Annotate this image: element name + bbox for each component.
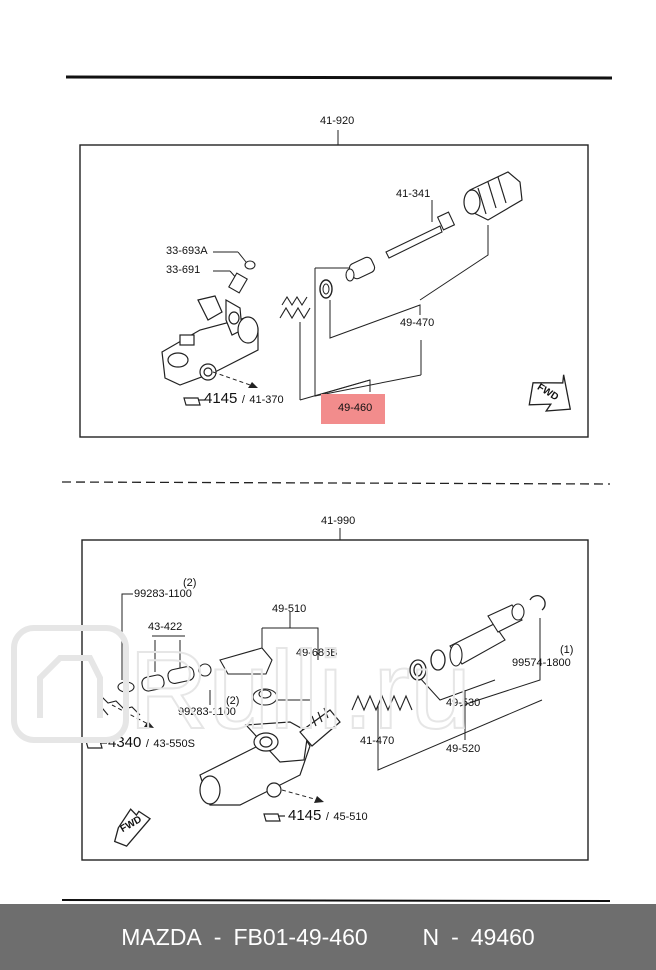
bottom-box-frame xyxy=(81,539,589,861)
seals-bottom xyxy=(409,649,446,681)
part-label-49-460[interactable]: 49-460 xyxy=(338,402,373,414)
part-label-49-530[interactable]: 49-530 xyxy=(446,697,481,709)
highlight-49-460 xyxy=(321,394,385,424)
part-label-41-341[interactable]: 41-341 xyxy=(396,188,431,200)
top-rule xyxy=(65,75,613,80)
footer-brand: MAZDA xyxy=(121,924,202,950)
footer-bar xyxy=(0,904,656,970)
part-label-41-370: 41-370 xyxy=(249,394,284,406)
hand-icon-top xyxy=(183,397,205,406)
ref-4145-41-370[interactable]: 4145 / 41-370 xyxy=(204,391,284,407)
piston-top xyxy=(345,256,376,282)
ref-number-4145-bottom: 4145 xyxy=(288,807,322,824)
part-label-41-470[interactable]: 41-470 xyxy=(360,735,395,747)
ref-4145-45-510[interactable]: 4145 / 45-510 xyxy=(288,808,368,824)
part-label-33-691[interactable]: 33-691 xyxy=(166,264,201,276)
part-label-49-520[interactable]: 49-520 xyxy=(446,743,481,755)
watermark: Rulli.ru xyxy=(0,608,656,758)
qty-label-99283-top: (2) xyxy=(183,577,197,589)
footer-n-label: N xyxy=(422,924,440,950)
part-label-43-550s: 43-550S xyxy=(153,738,195,750)
dashed-separator xyxy=(61,481,611,485)
ref-slash: / xyxy=(325,811,329,823)
ref-slash: / xyxy=(145,738,149,750)
snap-ring xyxy=(529,595,546,611)
diagram-lines xyxy=(61,75,613,902)
hose-parts xyxy=(117,647,278,706)
piston-bottom xyxy=(449,603,525,667)
push-rod xyxy=(385,211,456,259)
watermark-graphic: Rulli.ru xyxy=(11,625,472,753)
seal-top xyxy=(319,279,333,299)
footer-sep: - xyxy=(213,924,222,950)
bottom-cylinder-body xyxy=(199,707,341,806)
ref-number-4145-top: 4145 xyxy=(204,390,238,407)
part-label-33-693a[interactable]: 33-693A xyxy=(166,245,208,257)
part-label-99574-1800[interactable]: 99574-1800 xyxy=(512,657,571,669)
boot xyxy=(463,171,523,221)
spring-bottom xyxy=(351,694,413,712)
part-label-49-470[interactable]: 49-470 xyxy=(400,317,435,329)
ref-slash: / xyxy=(241,394,245,406)
part-label-99283-1100-bot[interactable]: 99283-1100 xyxy=(178,706,236,718)
assembly-label-41-920: 41-920 xyxy=(320,115,355,127)
part-label-49-686b[interactable]: 49-686B xyxy=(296,647,338,659)
footer-n-sep: - xyxy=(451,924,459,950)
top-box-frame xyxy=(79,144,589,438)
bleeder-parts xyxy=(228,260,256,294)
footer-part-number: FB01-49-460 xyxy=(233,924,368,950)
part-label-43-422[interactable]: 43-422 xyxy=(148,621,183,633)
qty-label-99574: (1) xyxy=(560,644,574,656)
part-label-99283-1100-top[interactable]: 99283-1100 xyxy=(134,588,192,600)
hand-icon-bottom-right xyxy=(263,813,285,822)
part-label-49-510[interactable]: 49-510 xyxy=(272,603,307,615)
part-label-45-510: 45-510 xyxy=(333,811,368,823)
top-cylinder-body xyxy=(161,295,259,386)
spring-top xyxy=(279,295,311,320)
footer-caption: MAZDA-FB01-49-460 N-49460 xyxy=(0,904,656,970)
bottom-rule xyxy=(61,899,611,902)
footer-n-value: 49460 xyxy=(470,924,535,950)
assembly-label-41-990: 41-990 xyxy=(321,515,356,527)
fwd-arrow-bottom xyxy=(113,808,152,847)
fwd-arrow-top xyxy=(528,374,572,412)
watermark-text: Rulli.ru xyxy=(129,629,471,752)
qty-label-99283-bot: (2) xyxy=(226,695,240,707)
